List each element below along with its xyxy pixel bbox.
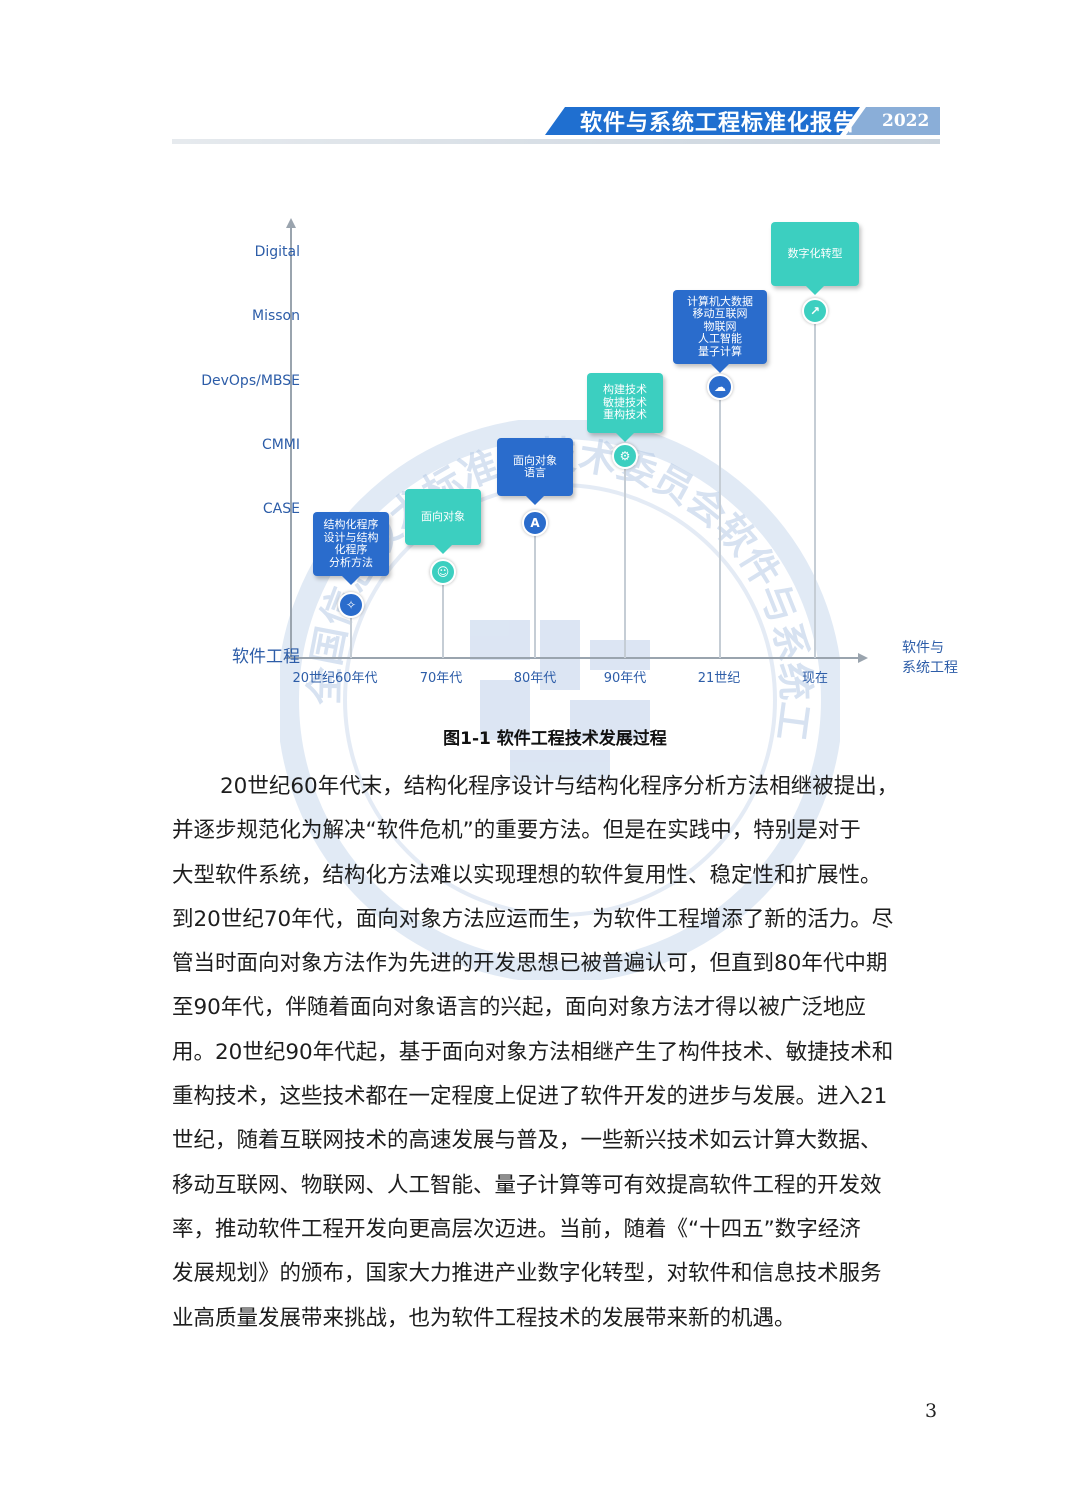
gears-icon: ⚙ (612, 443, 638, 469)
body-line: 率，推动软件工程开发向更高层次迈进。当前，随着《“十四五”数字经济 (172, 1216, 861, 1242)
body-line: 移动互联网、物联网、人工智能、量子计算等可有效提高软件工程的开发效 (172, 1172, 882, 1198)
stage-card-line: 构建技术 (603, 383, 647, 397)
stage-card-line: 物联网 (703, 319, 737, 333)
lightbulb-icon: ✧ (338, 592, 364, 618)
stage-card-pointer (711, 364, 729, 373)
body-line: 世纪，随着互联网技术的高速发展与普及，一些新兴技术如云计算大数据、 (172, 1128, 882, 1154)
y-axis-title: 软件工程 (232, 647, 300, 667)
stage-card-pointer (806, 286, 824, 295)
body-line: 用。20世纪90年代起，基于面向对象方法相继产生了构件技术、敏捷技术和 (172, 1039, 894, 1065)
report-year: 2022 (882, 111, 930, 131)
stage-card: 结构化程序设计与结构化程序分析方法 (313, 512, 389, 585)
x-period-21st-century: 21世纪 (697, 671, 741, 686)
x-period-80s: 80年代 (513, 671, 557, 686)
body-line: 20世纪60年代末，结构化程序设计与结构化程序分析方法相继被提出， (220, 774, 899, 799)
stage-connector-line (534, 523, 536, 658)
report-title: 软件与系统工程标准化报告 (580, 111, 857, 136)
stage-connector-line (624, 456, 626, 658)
body-line: 业高质量发展带来挑战，也为软件工程技术的发展带来新的机遇。 (172, 1305, 796, 1331)
stage-card-line: 面向对象 (513, 453, 557, 467)
stage-card-pointer (616, 433, 634, 442)
stage-card-pointer (434, 545, 452, 554)
stage-card-line: 敏捷技术 (603, 395, 647, 409)
y-level-devops-mbse: DevOps/MBSE (201, 373, 300, 389)
y-level-case: CASE (262, 501, 300, 517)
x-axis-title: 软件与 系统工程 (902, 638, 958, 678)
stage-card: 面向对象 (405, 489, 481, 554)
letter-a-icon: A (522, 510, 548, 536)
body-paragraph: 20世纪60年代末，结构化程序设计与结构化程序分析方法相继被提出， 并逐步规范化为… (172, 765, 938, 1341)
stage-card-line: 量子计算 (698, 344, 742, 358)
stage-card-line: 结构化程序 (323, 518, 379, 531)
stage-card-pointer (526, 496, 544, 505)
stage-connector-line (350, 605, 352, 658)
chart-icon: ↗ (802, 298, 828, 324)
page-number: 3 (925, 1400, 938, 1422)
figure-caption: 图1-1 软件工程技术发展过程 (443, 729, 667, 749)
stage-card-line: 数字化转型 (787, 246, 843, 260)
stage-card-line: 计算机大数据 (687, 294, 753, 308)
stage-card-line: 语言 (524, 466, 546, 479)
x-axis-title-line2: 系统工程 (902, 660, 958, 676)
stage-connector-line (814, 311, 816, 658)
stage-card-line: 重构技术 (603, 408, 647, 422)
figure-axes (285, 218, 868, 663)
x-axis-title-line1: 软件与 (902, 640, 944, 656)
body-line: 并逐步规范化为解决“软件危机”的重要方法。但是在实践中，特别是对于 (172, 818, 861, 844)
cloud-icon: ☁ (707, 374, 733, 400)
stage-card-line: 设计与结构 (323, 530, 379, 544)
stage-card-line: 分析方法 (329, 555, 373, 569)
stage-card-line: 人工智能 (698, 332, 742, 346)
development-process-figure: Digital Misson DevOps/MBSE CMMI CASE 软件工… (170, 200, 958, 700)
stage-card-line: 化程序 (334, 543, 368, 556)
stage-connector-line (442, 572, 444, 658)
header-band-graphic (172, 107, 940, 144)
body-line: 大型软件系统，结构化方法难以实现理想的软件复用性、稳定性和扩展性。 (172, 862, 882, 888)
x-period-1960s: 20世纪60年代 (292, 671, 378, 686)
stage-card: 计算机大数据移动互联网物联网人工智能量子计算 (673, 290, 767, 373)
y-level-cmmi: CMMI (261, 437, 300, 453)
stage-card: 构建技术敏捷技术重构技术 (587, 373, 663, 442)
person-icon: ☺ (430, 559, 456, 585)
y-level-misson: Misson (252, 308, 300, 324)
body-line: 到20世纪70年代，面向对象方法应运而生，为软件工程增添了新的活力。尽 (172, 906, 894, 932)
x-period-now: 现在 (801, 671, 829, 686)
stage-card-pointer (342, 576, 360, 585)
x-period-90s: 90年代 (603, 671, 647, 686)
stage-card: 数字化转型 (771, 222, 859, 295)
body-line: 至90年代，伴随着面向对象语言的兴起，面向对象方法才得以被广泛地应 (172, 995, 866, 1021)
stage-card-line: 移动互联网 (692, 307, 748, 321)
x-period-70s: 70年代 (419, 671, 463, 686)
stage-card-line: 面向对象 (421, 509, 465, 523)
body-line: 发展规划》的颁布，国家大力推进产业数字化转型，对软件和信息技术服务 (172, 1261, 882, 1287)
stage-connector-line (719, 387, 721, 658)
body-line: 管当时面向对象方法作为先进的开发思想已被普遍认可，但直到80年代中期 (172, 951, 888, 977)
stage-card: 面向对象语言 (497, 438, 573, 505)
page-header: 软件与系统工程标准化报告 2022 (0, 0, 1080, 160)
y-level-digital: Digital (254, 244, 300, 260)
body-line: 重构技术，这些技术都在一定程度上促进了软件开发的进步与发展。进入21 (172, 1084, 888, 1110)
